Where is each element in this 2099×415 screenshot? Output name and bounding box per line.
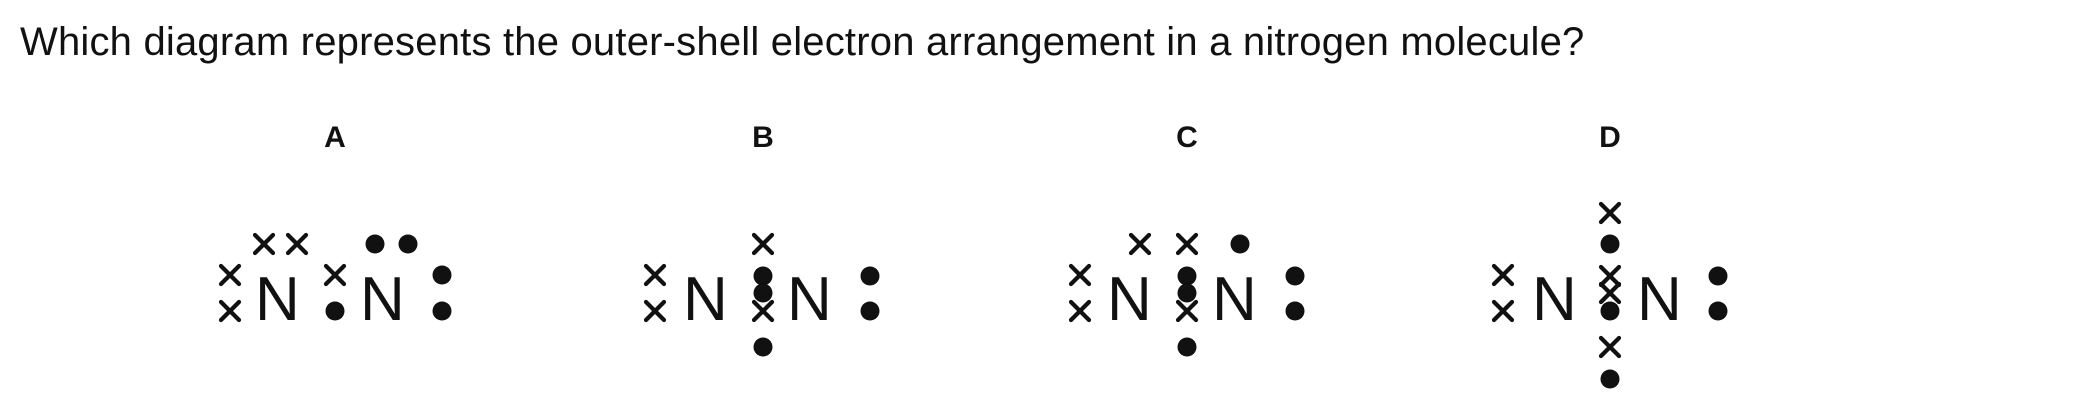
cross-electron-icon [326,266,344,284]
cross-electron-icon [1494,266,1512,284]
dot-electron-icon [753,283,773,303]
cross-electron-icon [1601,267,1619,285]
diagram-b[interactable]: N N [646,235,880,357]
dot-electron-icon [432,265,452,285]
atom-symbol-n: N [360,265,405,334]
dot-electron-icon [1708,266,1728,286]
cross-electron-icon [1601,338,1619,356]
diagram-d[interactable]: N N [1494,204,1728,389]
dot-electron-icon [1285,301,1305,321]
dot-electron-icon [432,301,452,321]
dot-electron-icon [1708,301,1728,321]
dot-electron-icon [753,266,773,286]
cross-electron-icon [1071,302,1089,320]
atom-symbol-n: N [787,265,832,334]
atom-symbol-n: N [683,265,728,334]
diagram-c[interactable]: N N [1071,235,1305,357]
atom-symbol-n: N [255,265,300,334]
option-label-c[interactable]: C [1176,121,1198,154]
dot-electron-icon [1177,266,1197,286]
diagram-a[interactable]: N N [221,235,452,335]
atom-symbol-n: N [1107,265,1152,334]
cross-electron-icon [255,235,273,253]
cross-electron-icon [1178,302,1196,320]
atom-symbol-n: N [1532,265,1577,334]
cross-electron-icon [754,235,772,253]
cross-electron-icon [221,266,239,284]
atom-symbol-n: N [1637,265,1682,334]
dot-electron-icon [860,266,880,286]
question-text: Which diagram represents the outer-shell… [20,20,1585,64]
cross-electron-icon [754,302,772,320]
atom-symbol-n: N [1212,265,1257,334]
cross-electron-icon [288,235,306,253]
cross-electron-icon [221,302,239,320]
dot-electron-icon [1230,234,1250,254]
cross-electron-icon [1131,235,1149,253]
dot-electron-icon [860,301,880,321]
dot-electron-icon [1600,369,1620,389]
cross-electron-icon [1178,235,1196,253]
dot-electron-icon [365,234,385,254]
cross-electron-icon [646,302,664,320]
option-label-b[interactable]: B [752,121,774,154]
option-label-d[interactable]: D [1599,121,1621,154]
dot-electron-icon [1600,301,1620,321]
dot-electron-icon [1285,266,1305,286]
dot-electron-icon [1177,283,1197,303]
dot-electron-icon [753,337,773,357]
dot-electron-icon [325,301,345,321]
option-label-a[interactable]: A [324,121,346,154]
cross-electron-icon [646,266,664,284]
cross-electron-icon [1601,204,1619,222]
dot-electron-icon [1600,234,1620,254]
dot-electron-icon [398,234,418,254]
dot-electron-icon [1177,337,1197,357]
cross-electron-icon [1601,284,1619,302]
cross-electron-icon [1071,266,1089,284]
cross-electron-icon [1494,302,1512,320]
